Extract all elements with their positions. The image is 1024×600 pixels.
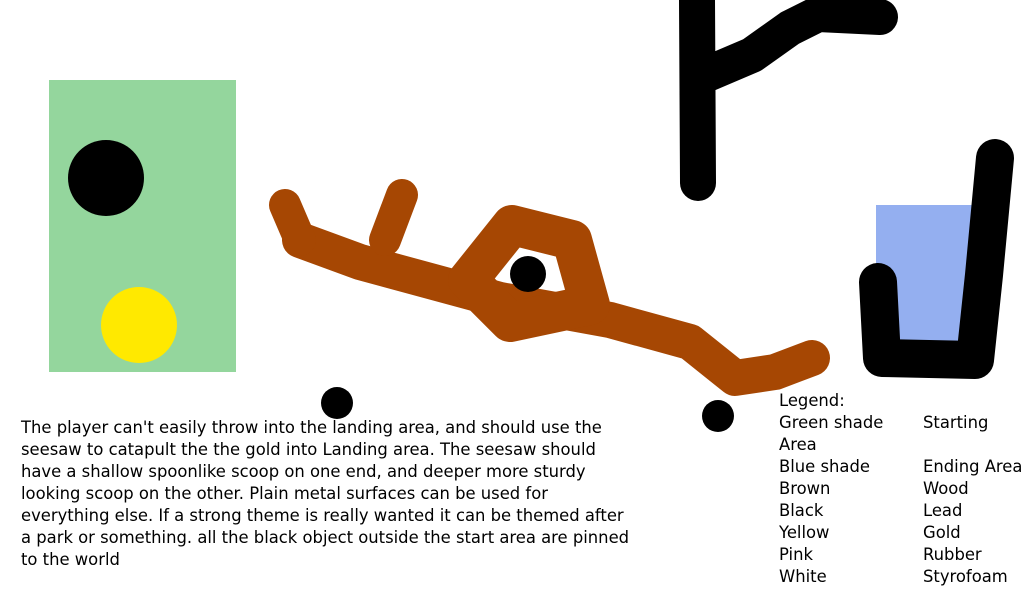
legend-color: Pink xyxy=(779,545,813,564)
legend-color: Black xyxy=(779,501,824,520)
gold-ball[interactable] xyxy=(101,287,177,363)
description-line: everything else. If a strong theme is re… xyxy=(21,506,624,525)
legend-color: Yellow xyxy=(779,523,830,542)
legend-material: Rubber xyxy=(923,545,982,564)
legend-title: Legend: xyxy=(779,391,845,410)
legend-color: Brown xyxy=(779,479,831,498)
description-line: to the world xyxy=(21,550,120,569)
legend-material: Starting xyxy=(923,413,989,432)
legend-material: Wood xyxy=(923,479,969,498)
description-line: looking scoop on the other. Plain metal … xyxy=(21,484,548,503)
description-line: a park or something. all the black objec… xyxy=(21,528,630,547)
legend-material: Gold xyxy=(923,523,961,542)
seesaw-arm xyxy=(282,222,830,396)
seesaw-shallow-scoop xyxy=(269,179,418,256)
pinned-black-post xyxy=(679,0,898,201)
legend-material: Ending Area xyxy=(923,457,1023,476)
landing-cup-wall xyxy=(859,139,1014,379)
seesaw-deep-scoop xyxy=(448,205,610,342)
legend-color: Blue shade xyxy=(779,457,870,476)
pinned-dot-left xyxy=(321,387,353,419)
description-line: The player can't easily throw into the l… xyxy=(21,418,602,437)
design-description: The player can't easily throw into the l… xyxy=(21,417,701,571)
pinned-dot-right xyxy=(702,400,734,432)
seesaw-pivot-pin xyxy=(510,256,546,292)
description-line: have a shallow spoonlike scoop on one en… xyxy=(21,462,586,481)
description-line: seesaw to catapult the the gold into Lan… xyxy=(21,440,596,459)
legend-color: Green shade xyxy=(779,413,884,432)
lead-ball[interactable] xyxy=(68,140,144,216)
wooden-seesaw[interactable] xyxy=(269,179,830,396)
legend-color: White xyxy=(779,567,827,586)
legend-material: Styrofoam xyxy=(923,567,1008,586)
legend-material: Lead xyxy=(923,501,963,520)
legend-color: Area xyxy=(779,435,817,454)
